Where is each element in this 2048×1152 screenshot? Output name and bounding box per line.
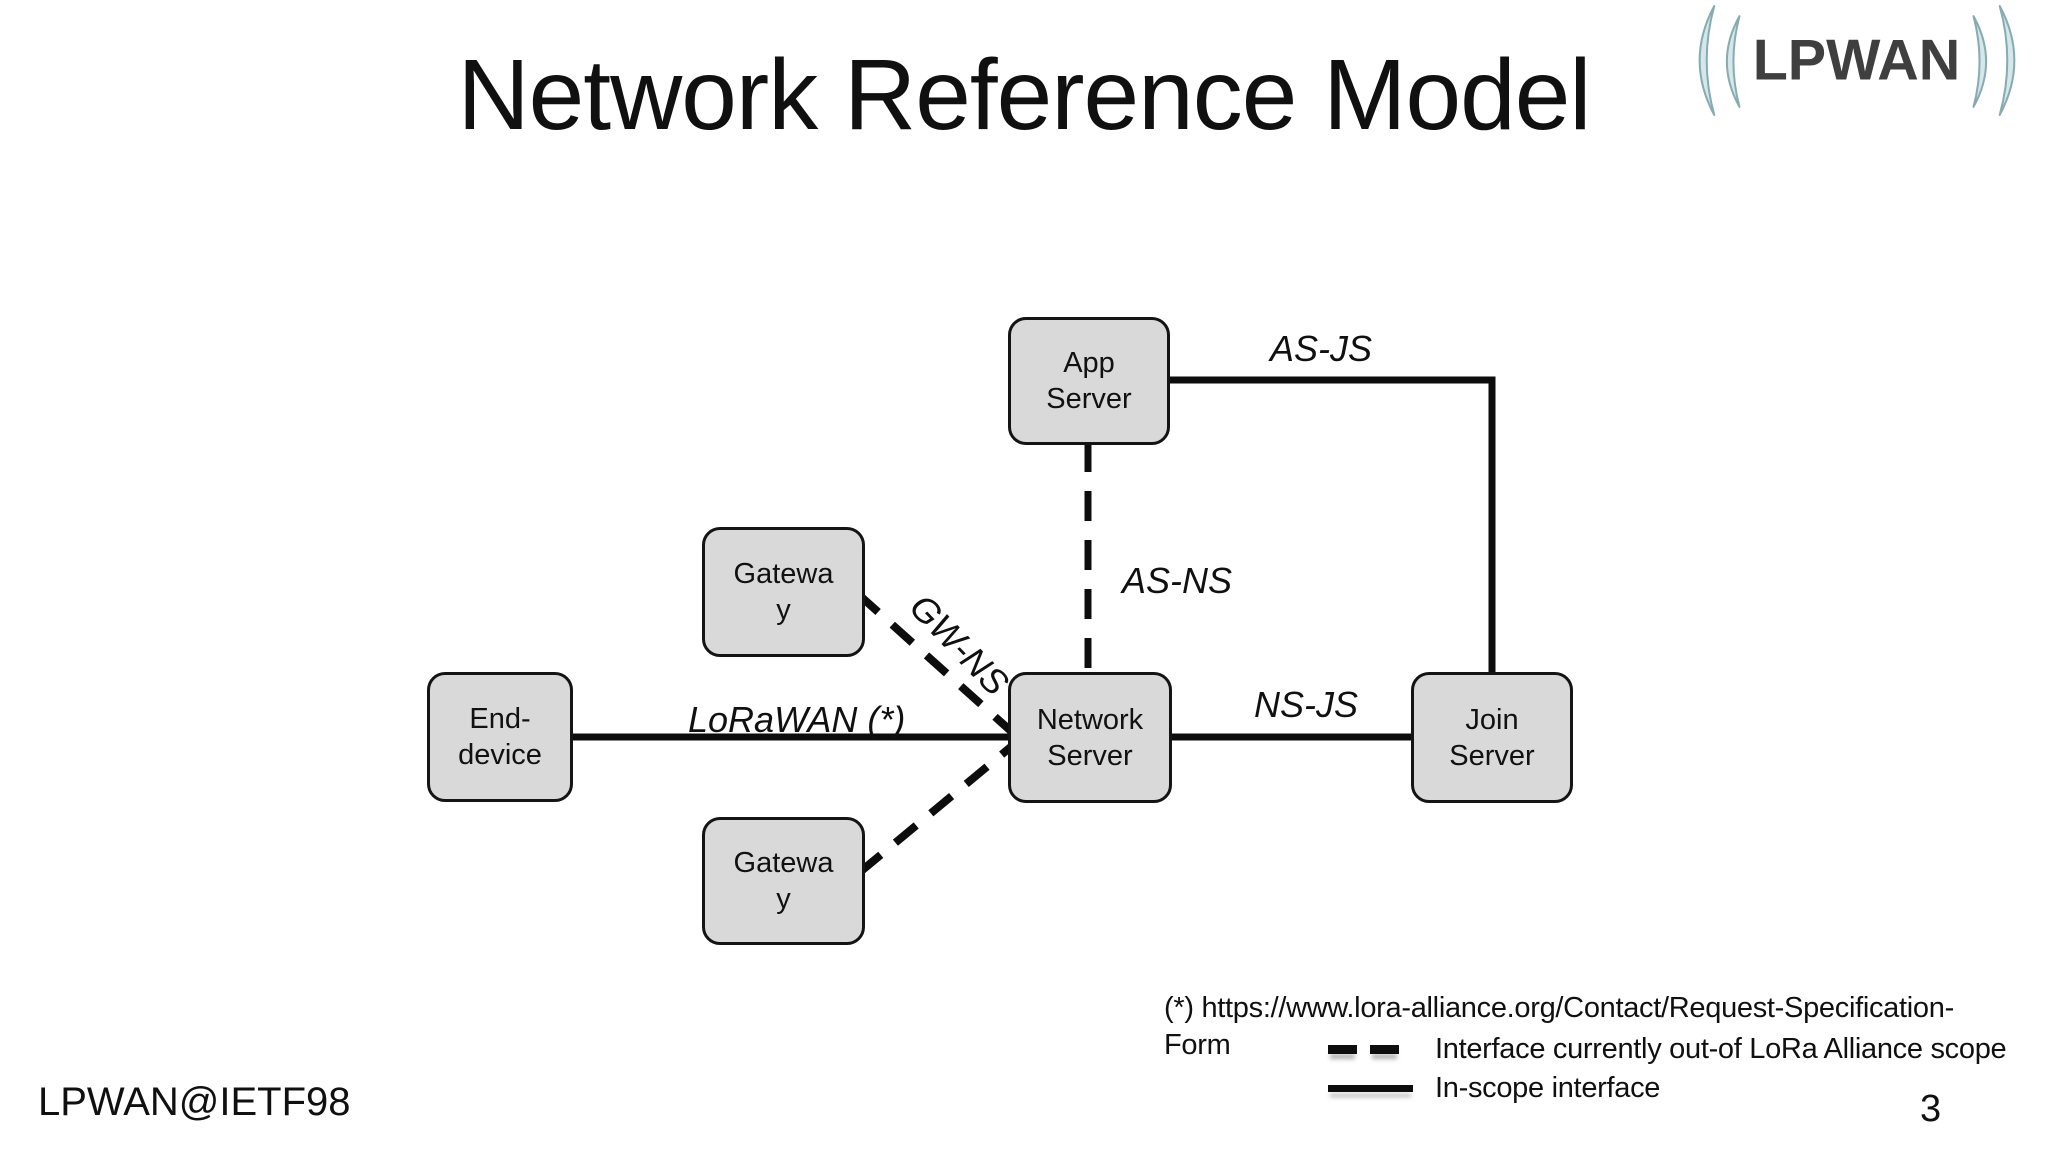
legend-row-solid: In-scope interface <box>1328 1072 1660 1105</box>
page-number: 3 <box>1920 1088 1942 1130</box>
signal-arcs-right-icon <box>1972 5 2016 116</box>
legend-row-dashed: Interface currently out-of LoRa Alliance… <box>1328 1033 2007 1066</box>
footnote-line1: (*) https://www.lora-alliance.org/Contac… <box>1164 992 1954 1024</box>
page-title: Network Reference Model <box>457 39 1591 151</box>
solid-line-sample-icon <box>1328 1085 1413 1092</box>
node-join-server: Join Server <box>1411 672 1573 803</box>
edge-label-lorawan: LoRaWAN (*) <box>688 699 906 740</box>
legend-solid-label: In-scope interface <box>1435 1072 1661 1104</box>
node-gateway-bottom: Gatewa y <box>702 817 865 945</box>
edge-label-ns-js: NS-JS <box>1254 684 1359 725</box>
dash-segment <box>1328 1045 1357 1054</box>
footnote-line2: Form <box>1164 1029 1231 1061</box>
logo-text: LPWAN <box>1753 29 1961 93</box>
footer-event-label: LPWAN@IETF98 <box>38 1080 351 1124</box>
gw-ns-bottom-link-line <box>857 742 1015 876</box>
signal-arcs-left-icon <box>1698 5 1741 116</box>
legend-dashed-label: Interface currently out-of LoRa Alliance… <box>1435 1033 2007 1065</box>
dash-segment <box>1370 1045 1399 1054</box>
edge-label-as-ns: AS-NS <box>1122 560 1233 601</box>
gw-ns-top-link-line <box>855 591 1015 735</box>
legend-dashed-sample-wrap <box>1328 1045 1413 1054</box>
edge-label-as-js: AS-JS <box>1270 328 1373 369</box>
node-network-server: Network Server <box>1008 672 1172 803</box>
node-gateway-top: Gatewa y <box>702 527 865 657</box>
node-end-device: End- device <box>427 672 573 802</box>
legend-solid-sample-wrap <box>1328 1085 1413 1092</box>
node-app-server: App Server <box>1008 317 1170 445</box>
footnote: (*) https://www.lora-alliance.org/Contac… <box>1164 990 1954 1064</box>
as-js-link-line <box>1165 376 1496 678</box>
lpwan-logo: LPWAN <box>1698 5 2016 116</box>
dashed-line-sample-icon <box>1328 1045 1399 1054</box>
